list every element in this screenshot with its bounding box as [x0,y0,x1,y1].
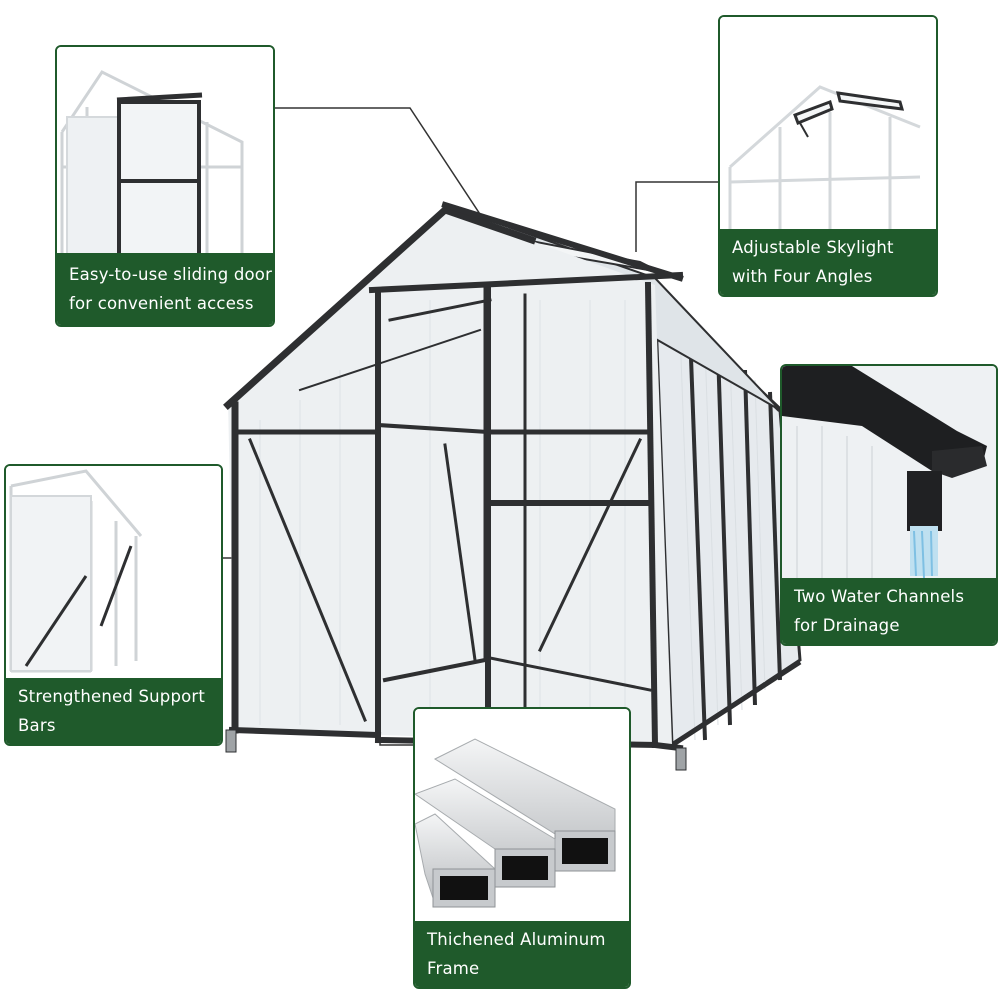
caption-line-1: Easy-to-use sliding door [69,265,273,284]
caption-line-1: Two Water Channels [794,587,965,606]
callout-water-channels: Two Water Channels for Drainage [780,364,998,646]
callout-caption: Strengthened Support Bars [6,678,221,744]
aluminum-profile-illustration [415,709,629,924]
callout-sliding-door: Easy-to-use sliding door for convenient … [55,45,275,327]
callout-support-bars: Strengthened Support Bars [4,464,223,746]
callout-caption: Thichened Aluminum Frame [415,921,629,987]
caption-line-2: for convenient access [69,294,254,313]
caption-line-2: Frame [427,959,480,978]
side-wall [653,288,802,748]
callout-skylight: Adjustable Skylight with Four Angles [718,15,938,297]
skylight-detail-illustration [720,17,936,232]
caption-line-1: Adjustable Skylight [732,238,894,257]
callout-aluminum-frame: Thichened Aluminum Frame [413,707,631,989]
callout-caption: Adjustable Skylight with Four Angles [720,229,936,295]
support-bar-detail-illustration [6,466,221,676]
caption-line-2: for Drainage [794,616,900,635]
callout-caption: Two Water Channels for Drainage [782,578,996,644]
caption-line-1: Thichened Aluminum [427,930,606,949]
gutter-detail-illustration [782,366,996,581]
callout-caption: Easy-to-use sliding door for convenient … [57,253,273,325]
caption-line-2: Bars [18,716,56,735]
door-detail-illustration [57,47,273,257]
caption-line-1: Strengthened Support [18,687,206,706]
caption-line-2: with Four Angles [732,267,873,286]
